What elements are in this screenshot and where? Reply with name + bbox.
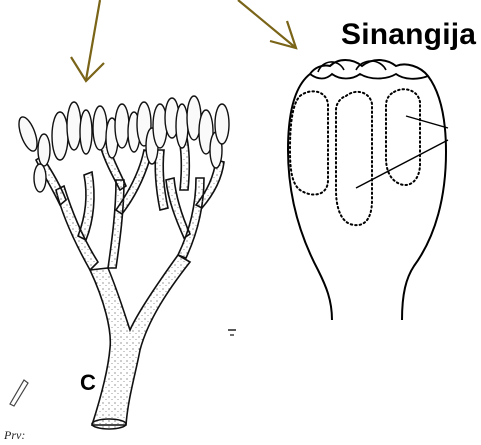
pointer-lines	[356, 116, 448, 188]
branched-sporangiophore	[36, 133, 224, 429]
arrow-left	[71, 0, 104, 81]
arrow-right	[238, 0, 296, 48]
scale-mark	[10, 380, 28, 406]
figure-letter: C	[80, 370, 96, 396]
title-label: Sinangija	[341, 18, 476, 52]
sporangiospore-rows	[290, 89, 420, 225]
bottom-note: Prv:	[4, 428, 25, 443]
merosporangium	[288, 60, 446, 320]
